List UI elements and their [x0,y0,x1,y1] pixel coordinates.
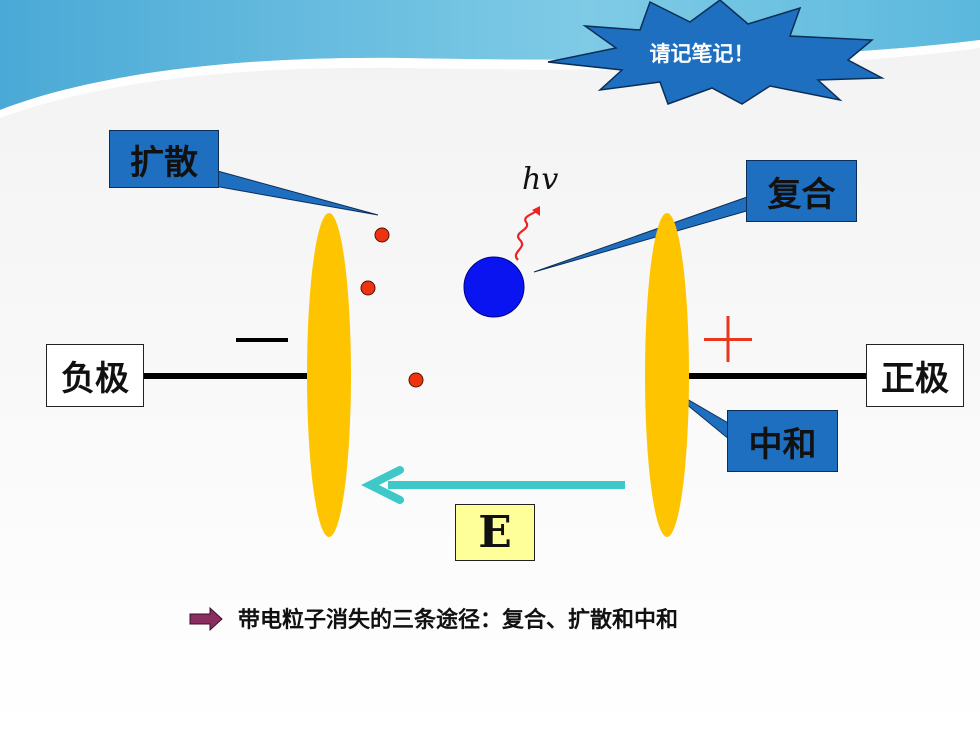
anode-wire [688,373,868,379]
cathode-label: 负极 [46,344,144,407]
neutralization-label: 中和 [727,410,838,472]
cathode-wire [143,373,308,379]
recombination-label: 复合 [746,160,857,222]
diffusion-label: 扩散 [109,130,219,188]
negative-sign [236,338,288,342]
ion-particle [408,372,424,388]
ion-particle [360,280,376,296]
note-starburst [547,0,885,105]
anode-label: 正极 [866,344,964,407]
positive-sign [704,316,752,362]
header-swoosh-line [19,63,561,106]
photon-wave [514,209,539,261]
field-arrow-shaft [388,481,625,489]
note-text: 请记笔记！ [649,42,755,66]
photon-label: hv [522,162,559,197]
field-label: E [455,504,535,561]
caption-line: 带电粒子消失的三条途径：复合、扩散和中和 [190,598,678,638]
cathode-plate [307,213,351,537]
recombined-particle [463,256,525,318]
field-arrowhead [361,466,404,504]
caption-text: 带电粒子消失的三条途径：复合、扩散和中和 [238,608,679,633]
bullet-arrow-icon [189,606,223,632]
anode-plate [645,213,689,537]
ion-particle [374,227,390,243]
photon-arrowhead [532,206,540,216]
